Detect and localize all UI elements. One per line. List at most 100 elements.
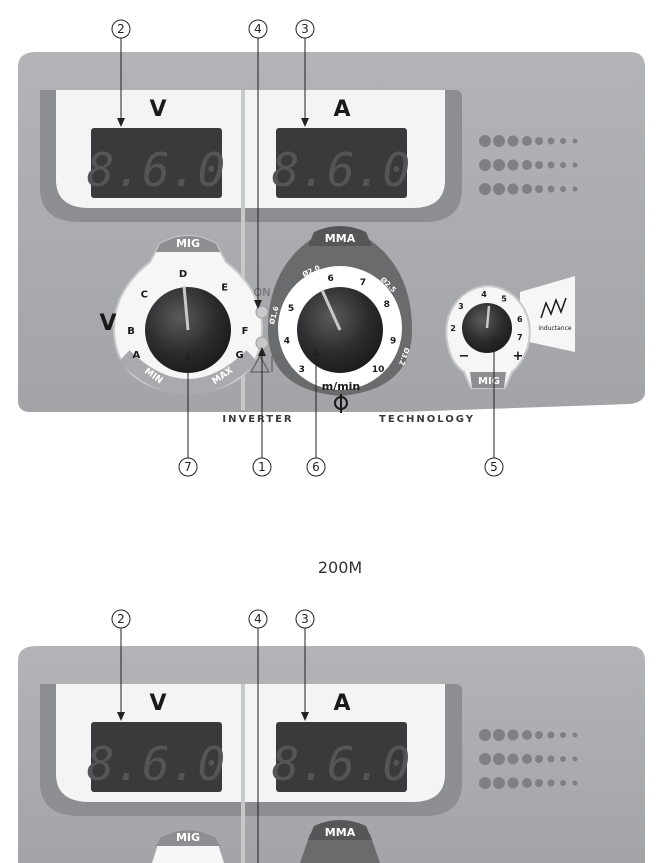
vent-dot: [493, 729, 505, 741]
vent-dot: [507, 777, 519, 789]
inductance-knob-pointer: [485, 305, 491, 329]
warning-triangle-icon: [249, 354, 271, 373]
callout-1: [252, 457, 272, 477]
wire-knob-pointer: [320, 289, 342, 331]
vent-dot: [522, 184, 532, 194]
vent-dot: [560, 756, 566, 762]
vent-dot: [560, 138, 566, 144]
inductance-scale-5: 5: [501, 295, 507, 304]
svg-text:3: 3: [301, 612, 309, 626]
vent-dot: [572, 162, 578, 168]
inductance-scale-3: 3: [458, 302, 464, 311]
vent-dot: [535, 731, 543, 739]
mig-tab-bg: [156, 236, 220, 252]
inductance-label-plate: [520, 276, 575, 352]
mma-tab-label-2: MMA: [325, 826, 356, 839]
center-divider: [241, 90, 245, 410]
vent-dot: [535, 137, 543, 145]
amp-label: A: [333, 97, 350, 122]
vent-dot: [560, 162, 566, 168]
svg-text:4: 4: [254, 612, 262, 626]
inductance-scale: 2 3 4 5 6 7: [450, 290, 523, 342]
amp-display-digits-2: 8.6.0: [272, 737, 410, 791]
vent-dot: [522, 730, 532, 740]
mig-letter-e: E: [221, 282, 228, 293]
vent-dot: [522, 160, 532, 170]
mig-tab-label-2: MIG: [176, 831, 200, 844]
vent-dot: [507, 183, 519, 195]
wire-scale-7: 7: [360, 278, 366, 288]
amp-display-2: [276, 722, 407, 792]
vent-dot: [535, 779, 543, 787]
inductance-wave-icon: [540, 297, 567, 319]
wire-scale-8: 8: [384, 300, 390, 310]
svg-text:3: 3: [301, 22, 309, 36]
volt-display-digits: 8.6.0: [87, 143, 225, 197]
vent-dot: [479, 135, 491, 147]
voltage-knob-pointer: [182, 285, 190, 331]
vent-dot: [507, 159, 519, 171]
vent-dot: [572, 780, 578, 786]
svg-text:2: 2: [117, 612, 125, 626]
svg-text:1: 1: [258, 460, 266, 474]
wire-scale-9: 9: [390, 336, 396, 346]
wire-scale-6: 6: [327, 274, 333, 284]
vent-dot: [572, 138, 578, 144]
vent-dot: [572, 756, 578, 762]
svg-text:4: 4: [254, 22, 262, 36]
vent-dot: [507, 753, 519, 765]
mig-letter-d: D: [179, 269, 187, 280]
vent-dot: [547, 755, 555, 763]
vent-dot: [535, 161, 543, 169]
vent-dot: [522, 754, 532, 764]
vent-dot: [479, 753, 491, 765]
callout-4: [248, 19, 268, 39]
mig-letter-b: B: [127, 326, 135, 337]
wire-scale-4: 4: [284, 336, 290, 346]
vent-dot: [479, 159, 491, 171]
vent-dot: [547, 161, 555, 169]
vent-dot: [493, 777, 505, 789]
callout-3-b: [295, 609, 315, 629]
svg-text:6: 6: [312, 460, 320, 474]
inductance-plus: +: [513, 349, 524, 364]
callouts-top: 2 4 3 7 1 6 5: [111, 19, 504, 477]
ventilation-dots: [479, 135, 578, 195]
callout-5: [484, 457, 504, 477]
technology-label: TECHNOLOGY: [379, 414, 475, 425]
vent-dot: [560, 186, 566, 192]
vent-dot: [507, 729, 519, 741]
inductance-label: inductance: [538, 325, 572, 332]
vent-dot: [535, 755, 543, 763]
volt-label: V: [149, 97, 166, 122]
inductance-scale-6: 6: [517, 315, 523, 324]
vent-dot: [547, 731, 555, 739]
mig-letter-c: C: [141, 289, 148, 300]
voltage-knob-v-label: V: [99, 311, 116, 336]
callout-3: [295, 19, 315, 39]
amp-display-digits: 8.6.0: [272, 143, 410, 197]
vent-dot: [479, 183, 491, 195]
vent-dot: [522, 778, 532, 788]
bottom-panel: V 8.6.0 A 8.6.0 MIG MMA: [18, 646, 645, 863]
vent-dot: [493, 159, 505, 171]
vent-dot: [547, 779, 555, 787]
vent-dot: [572, 732, 578, 738]
svg-text:2: 2: [117, 22, 125, 36]
volt-display-digits-2: 8.6.0: [87, 737, 225, 791]
mma-tab-label: MMA: [325, 232, 356, 245]
callout-7: [178, 457, 198, 477]
inductance-scale-2: 2: [450, 324, 456, 333]
inductance-scale-7: 7: [517, 333, 523, 342]
volt-label-2: V: [149, 691, 166, 716]
callout-4-b: [248, 609, 268, 629]
inductance-scale-4: 4: [481, 290, 487, 299]
callout-2: [111, 19, 131, 39]
vent-dot: [493, 183, 505, 195]
vent-dot: [547, 137, 555, 145]
